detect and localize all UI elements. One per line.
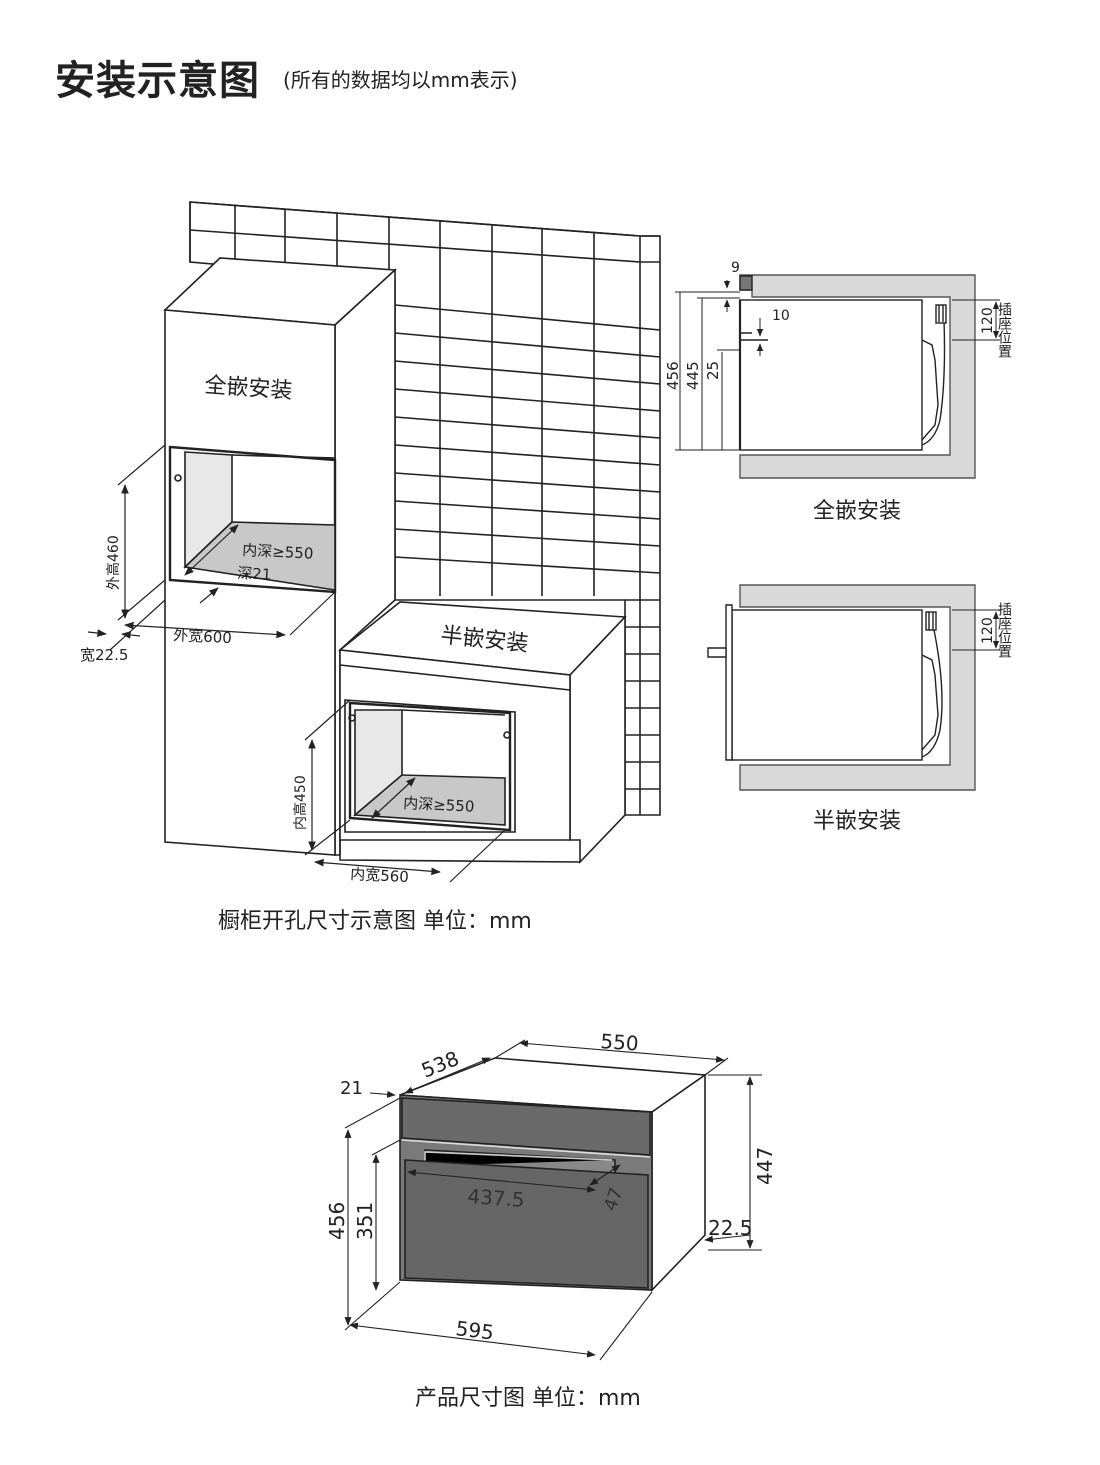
socket-position-half: 插座位置 xyxy=(996,602,1012,658)
cabinet-dimensions xyxy=(87,444,506,883)
caption-full-embed: 全嵌安装 xyxy=(813,499,901,524)
label-inner-width: 内宽560 xyxy=(350,865,410,886)
tall-cabinet xyxy=(163,257,397,856)
label-outer-height: 外高460 xyxy=(105,535,122,590)
product-drawing xyxy=(344,1039,762,1361)
tile-wall xyxy=(189,201,661,816)
cabinet-caption: 橱柜开孔尺寸示意图 单位：mm xyxy=(218,909,532,934)
dim-22-5: 22.5 xyxy=(708,1216,753,1240)
side-full-labels: 9 10 456 445 25 120 插座位置 全嵌安装 xyxy=(664,260,1012,524)
label-inner-depth-full: 内深≥550 xyxy=(242,541,314,563)
socket-position-full: 插座位置 xyxy=(996,302,1012,358)
side-half-labels: 120 插座位置 半嵌安装 xyxy=(813,602,1012,834)
label-inner-height: 内高450 xyxy=(292,775,309,830)
dim-9: 9 xyxy=(731,260,740,276)
dim-120-half: 120 xyxy=(980,617,996,644)
caption-half-embed: 半嵌安装 xyxy=(813,809,901,834)
label-outer-width: 外宽600 xyxy=(173,626,233,647)
dim-456: 456 xyxy=(325,1202,349,1240)
label-depth-21: 深21 xyxy=(237,564,272,584)
side-view-full xyxy=(675,274,1000,479)
dim-21: 21 xyxy=(340,1078,363,1099)
dim-550: 550 xyxy=(600,1029,640,1056)
cabinet-drawing xyxy=(87,201,661,883)
dim-120-full: 120 xyxy=(980,307,996,334)
page-title: 安装示意图 xyxy=(55,58,260,104)
dim-437-5: 437.5 xyxy=(467,1184,526,1212)
dim-456-full: 456 xyxy=(664,361,682,390)
label-width-22-5: 宽22.5 xyxy=(80,646,128,664)
label-inner-depth-half: 内深≥550 xyxy=(403,794,475,816)
dim-10: 10 xyxy=(772,308,790,324)
dim-447: 447 xyxy=(753,1147,777,1185)
dim-595: 595 xyxy=(454,1316,495,1344)
page-subtitle: (所有的数据均以mm表示) xyxy=(283,68,518,92)
label-full-embed: 全嵌安装 xyxy=(204,373,294,404)
dim-25: 25 xyxy=(704,361,722,380)
product-caption: 产品尺寸图 单位：mm xyxy=(415,1386,641,1411)
dim-445: 445 xyxy=(684,361,702,390)
dim-351: 351 xyxy=(353,1202,377,1240)
side-view-half xyxy=(707,584,1000,791)
